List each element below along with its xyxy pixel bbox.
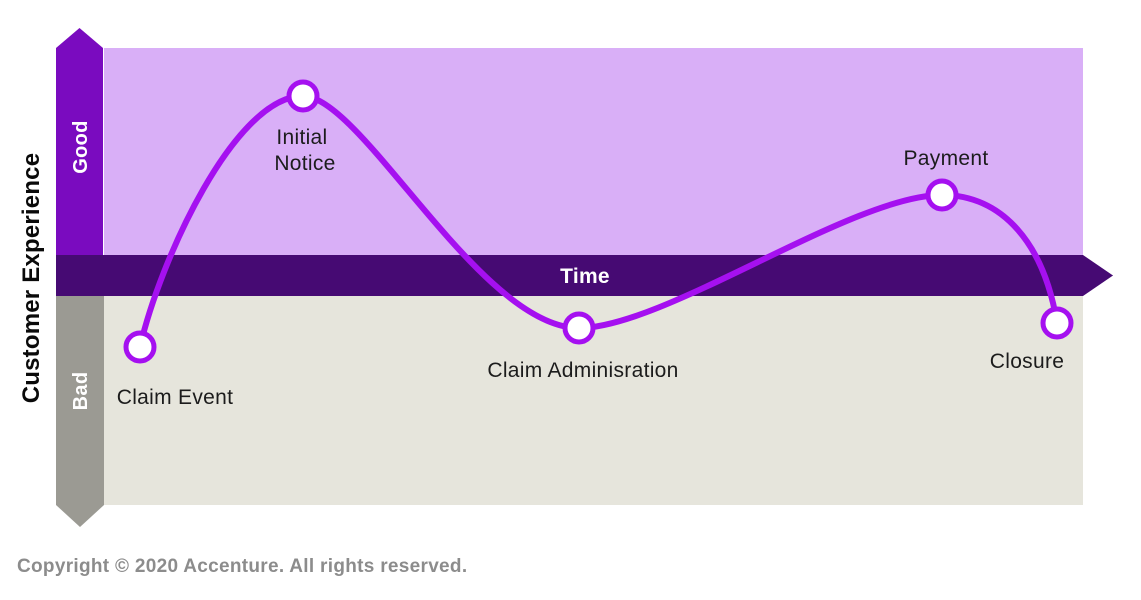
stage-label-claim-event: Claim Event [117,386,234,409]
time-axis-label: Time [560,265,610,288]
journey-marker-claim-adminisration [562,311,596,345]
good-region-background [104,48,1083,255]
journey-marker-payment [925,178,959,212]
time-axis-arrowhead-icon [1083,255,1113,296]
good-axis-label: Good [70,120,92,173]
journey-marker-closure [1040,306,1074,340]
y-axis-title: Customer Experience [18,153,45,404]
stage-label-claim-adminisration: Claim Adminisration [487,359,678,382]
copyright-text: Copyright © 2020 Accenture. All rights r… [17,556,467,577]
time-axis-bar-right-arrow [56,255,1113,296]
stage-label-payment: Payment [904,147,989,170]
journey-marker-initial-notice [286,79,320,113]
stage-label-initial-notice-line2: Notice [274,152,335,175]
bad-axis-bar-down-arrow [56,296,104,527]
good-axis-bar-up-arrow [56,28,103,255]
stage-label-initial-notice-line1: Initial [276,126,327,149]
bad-axis-label: Bad [70,372,92,411]
journey-stage-markers [123,79,1074,364]
stage-label-closure: Closure [990,350,1064,373]
stage-label-initial-notice: Initial Notice [274,126,335,175]
journey-marker-claim-event [123,330,157,364]
